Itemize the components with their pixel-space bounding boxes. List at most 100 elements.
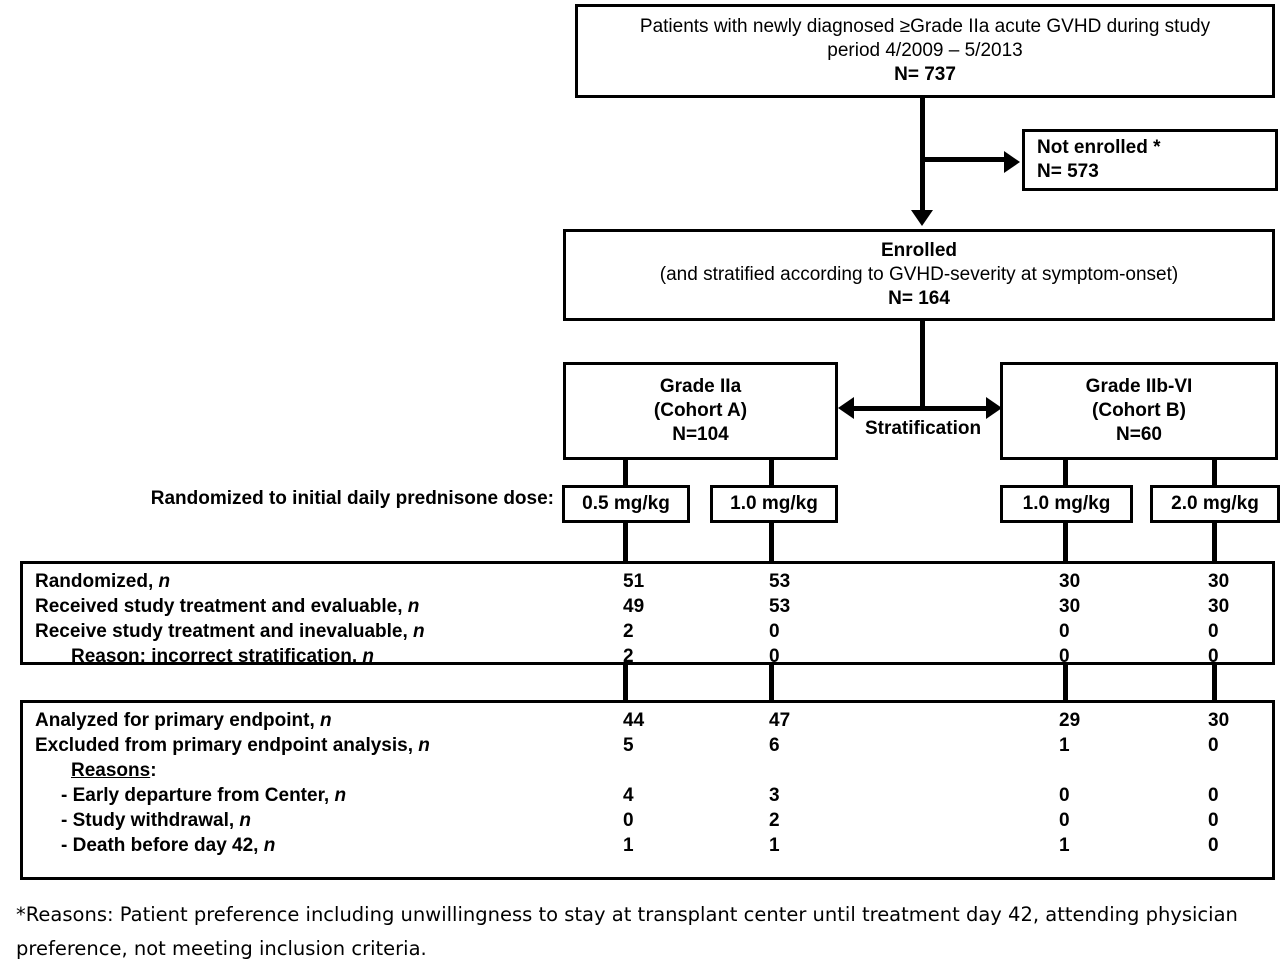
footnote-reasons: *Reasons: Patient preference including u… [16,903,1238,961]
row-label: Randomized, n [35,571,171,592]
box-cohort-b-grade: Grade IIb-VI [1085,375,1193,397]
row-value-col-2: 2 [769,810,780,831]
row-label-underlined: Reason [71,646,140,667]
row-value-col-3: 30 [1059,571,1081,592]
box-cohort-a: Grade IIa (Cohort A) N=104 [563,362,838,460]
box-cohort-b-count: N=60 [1116,424,1162,446]
connector-cohort-b-to-dose-3 [1063,458,1068,487]
row-value-col-3: 0 [1059,646,1070,667]
row-value-col-1: 49 [623,596,645,617]
connector-enrolled-to-stratification [920,321,925,411]
connector-screened-to-enrolled [920,98,925,212]
row-label: Excluded from primary endpoint analysis,… [35,735,430,756]
row-label-n: n [407,596,420,617]
box-screened-patients: Patients with newly diagnosed ≥Grade IIa… [575,4,1275,98]
row-label-n: n [362,646,375,667]
row-value-col-4: 0 [1208,810,1219,831]
box-enrolled-subtitle: (and stratified according to GVHD-severi… [659,263,1179,285]
box-screened-line1: Patients with newly diagnosed ≥Grade IIa… [639,15,1211,37]
row-label: Receive study treatment and inevaluable,… [35,621,425,642]
row-label-n: n [320,710,332,731]
arrowhead-left-cohort-a [838,397,854,419]
table-row: - Death before day 42, n 1 1 1 0 [23,835,1272,860]
row-label-n: n [263,835,276,856]
row-label: Received study treatment and evaluable, … [35,596,420,617]
box-not-enrolled: Not enrolled * N= 573 [1022,129,1278,191]
box-cohort-b: Grade IIb-VI (Cohort B) N=60 [1000,362,1278,460]
row-value-col-3: 30 [1059,596,1081,617]
table-row: Received study treatment and evaluable, … [23,596,1272,621]
box-screened-count: N= 737 [894,64,956,86]
row-value-col-1: 5 [623,735,634,756]
row-label-n: n [239,810,252,831]
connector-table-one-to-table-two-3 [1063,663,1068,703]
box-cohort-b-name: (Cohort B) [1092,399,1186,421]
randomization-label: Randomized to initial daily prednisone d… [150,488,554,509]
box-enrolled-title: Enrolled [880,239,957,261]
table-row: Excluded from primary endpoint analysis,… [23,735,1272,760]
row-value-col-1: 2 [623,646,634,667]
row-value-col-2: 6 [769,735,780,756]
row-value-col-2: 53 [769,596,791,617]
row-label: Reasons: [71,760,157,781]
arrowhead-down-enrolled [911,210,933,226]
row-value-col-3: 1 [1059,735,1070,756]
dose-box-a-2: 1.0 mg/kg [710,485,838,523]
box-cohort-a-count: N=104 [672,424,729,446]
row-value-col-2: 53 [769,571,791,592]
dose-box-b-2: 2.0 mg/kg [1150,485,1280,523]
box-enrolled: Enrolled (and stratified according to GV… [563,229,1275,321]
row-value-col-3: 1 [1059,835,1070,856]
box-enrolled-count: N= 164 [888,288,950,310]
connector-table-one-to-table-two-4 [1212,663,1217,703]
connector-cohort-b-to-dose-4 [1212,458,1217,487]
row-label-n: n [413,621,425,642]
row-value-col-2: 1 [769,835,780,856]
dose-box-b-1: 1.0 mg/kg [1000,485,1133,523]
row-label: - Study withdrawal, n [61,810,252,831]
row-value-col-1: 0 [623,810,634,831]
dose-box-a-1: 0.5 mg/kg [562,485,690,523]
row-value-col-2: 0 [769,621,780,642]
row-label-underlined: Reasons [71,760,151,781]
connector-dose-4-to-table-one [1212,523,1217,563]
arrowhead-right-not-enrolled [1004,151,1020,173]
row-label: - Early departure from Center, n [61,785,347,806]
row-value-col-3: 0 [1059,621,1070,642]
row-value-col-4: 0 [1208,835,1219,856]
row-value-col-1: 51 [623,571,645,592]
box-cohort-a-grade: Grade IIa [659,375,742,397]
table-row: Reasons: [23,760,1272,785]
row-value-col-4: 0 [1208,785,1219,806]
box-screened-line2: period 4/2009 – 5/2013 [827,39,1023,61]
connector-table-one-to-table-two-2 [769,663,774,703]
row-value-col-1: 4 [623,785,634,806]
connector-stratification-bidirectional [852,406,990,411]
row-value-col-1: 1 [623,835,634,856]
row-value-col-1: 2 [623,621,634,642]
stratification-label: Stratification [864,418,982,439]
row-value-col-4: 30 [1208,596,1230,617]
table-row: Receive study treatment and inevaluable,… [23,621,1272,646]
row-label-n: n [418,735,430,756]
row-value-col-4: 0 [1208,735,1219,756]
box-cohort-a-name: (Cohort A) [653,399,748,421]
row-value-col-4: 30 [1208,571,1230,592]
row-label: - Death before day 42, n [61,835,276,856]
connector-table-one-to-table-two-1 [623,663,628,703]
row-label: Reason: incorrect stratification, n [71,646,375,667]
table-row: Randomized, n 51 53 30 30 [23,571,1272,596]
row-label: Analyzed for primary endpoint, n [35,710,332,731]
row-value-col-3: 29 [1059,710,1081,731]
row-value-col-4: 30 [1208,710,1230,731]
box-not-enrolled-count: N= 573 [1037,161,1099,182]
row-value-col-2: 3 [769,785,780,806]
connector-dose-1-to-table-one [623,523,628,563]
connector-cohort-a-to-dose-1 [623,458,628,487]
